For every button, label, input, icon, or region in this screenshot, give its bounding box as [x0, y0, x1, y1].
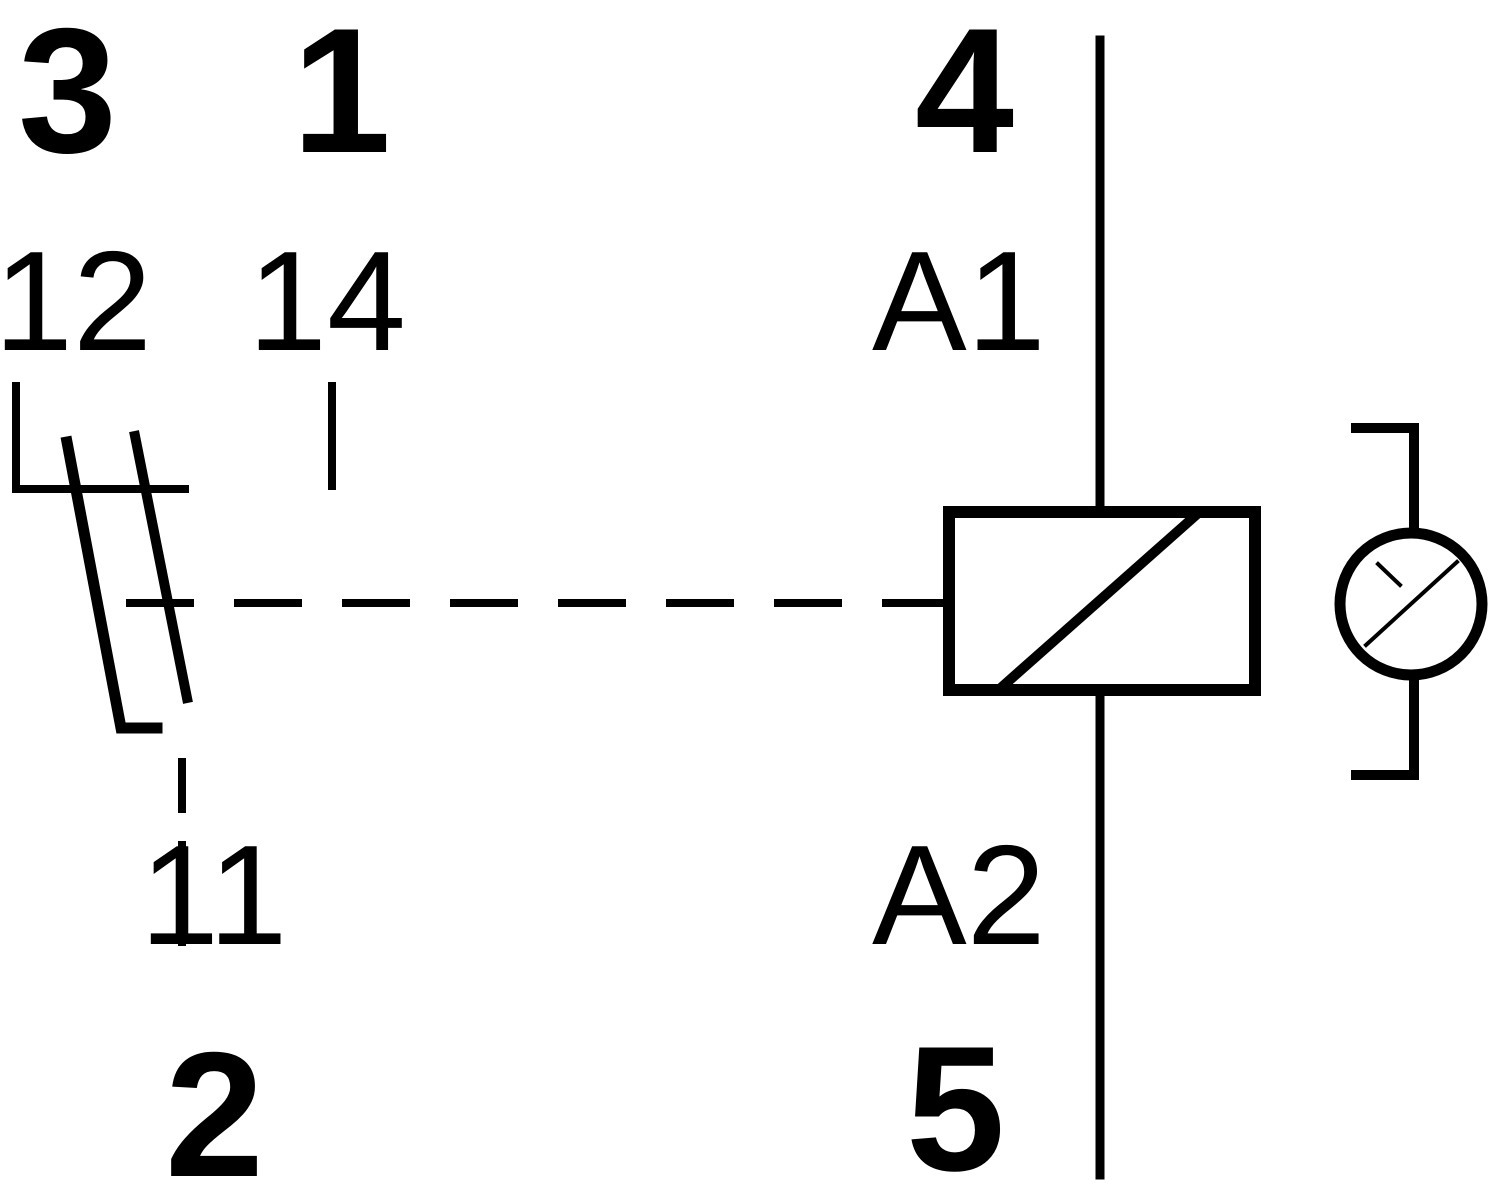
pin-number-2: 2	[165, 1015, 264, 1183]
pin-number-1: 1	[292, 0, 391, 190]
indicator-lamp-icon	[1334, 423, 1488, 780]
pin-number-3: 3	[18, 0, 117, 190]
pin-number-5: 5	[906, 1009, 1005, 1183]
pin-number-4: 4	[915, 0, 1014, 190]
terminal-label-a1: A1	[872, 222, 1046, 381]
relay-coil-icon	[943, 506, 1261, 696]
terminal-label-14: 14	[248, 222, 406, 381]
terminal-label-a2: A2	[872, 816, 1046, 975]
terminal-label-12: 12	[0, 222, 152, 381]
terminal-label-11: 11	[140, 816, 287, 975]
changeover-contact-icon	[12, 382, 336, 946]
